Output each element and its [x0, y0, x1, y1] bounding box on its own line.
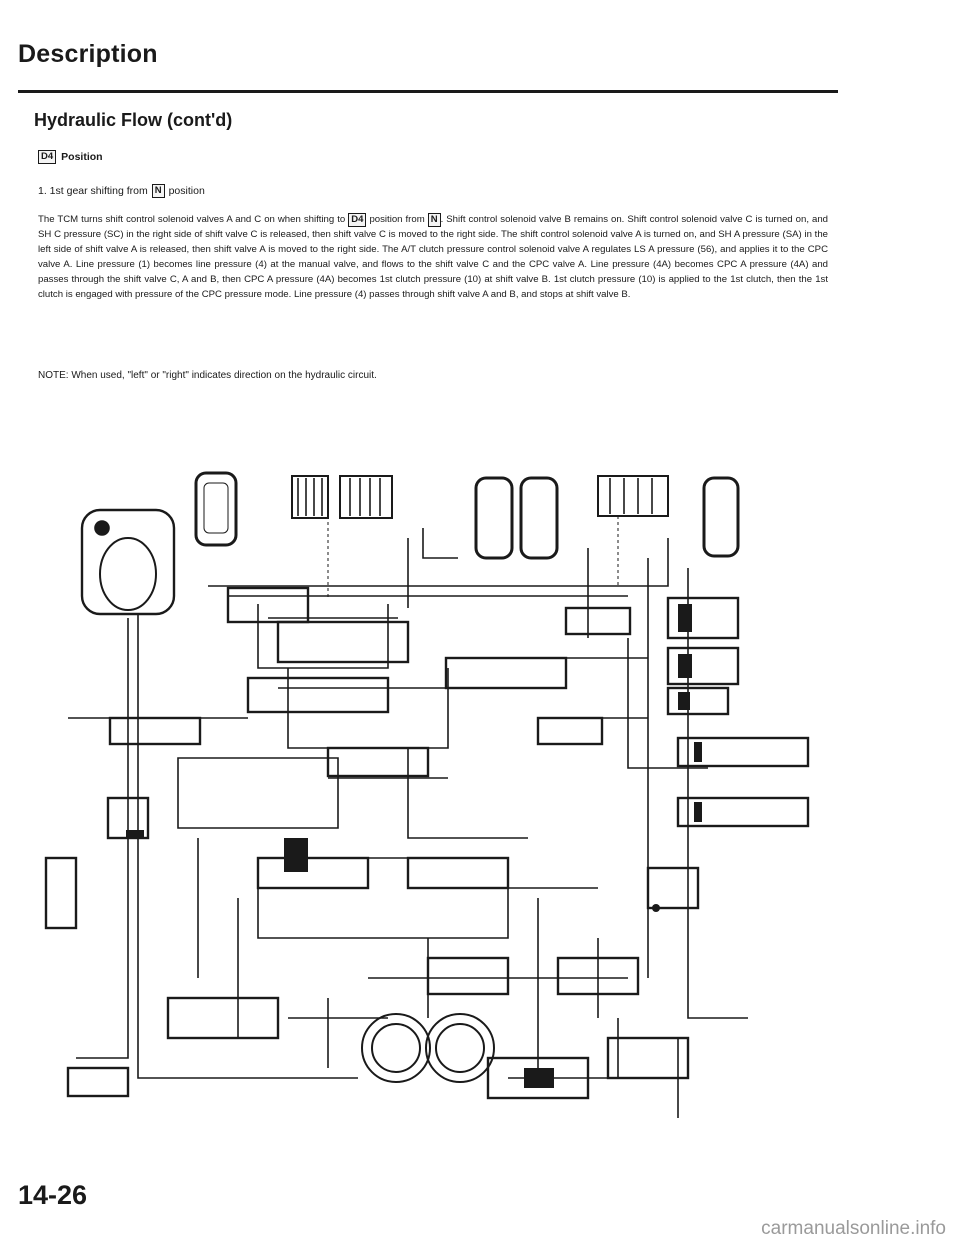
- page-header-title: Description: [18, 40, 158, 68]
- header-divider: [18, 90, 838, 93]
- gear-position-symbol: D4: [348, 213, 367, 227]
- paragraph-text: . Shift control solenoid valve B remains…: [38, 214, 829, 300]
- gear-position-symbol: D4: [38, 150, 57, 164]
- step-heading-prefix: 1. 1st gear shifting from: [38, 185, 148, 197]
- step-heading-suffix: position: [168, 185, 205, 197]
- note-text: NOTE: When used, "left" or "right" indic…: [38, 370, 377, 381]
- position-heading: D4 Position: [38, 150, 103, 164]
- paragraph-text: The TCM turns shift control solenoid val…: [38, 214, 346, 225]
- page-number: 14-26: [18, 1180, 88, 1210]
- section-title: Hydraulic Flow (cont'd): [34, 110, 233, 130]
- description-paragraph: The TCM turns shift control solenoid val…: [38, 212, 828, 302]
- gear-position-symbol: N: [151, 184, 165, 198]
- step-heading: 1. 1st gear shifting from N position: [38, 184, 205, 198]
- paragraph-text: position from: [369, 214, 425, 225]
- hydraulic-circuit-diagram: [44, 471, 810, 1118]
- position-heading-label: Position: [61, 151, 103, 163]
- gear-position-symbol: N: [427, 213, 441, 227]
- watermark: carmanualsonline.info: [761, 1218, 946, 1239]
